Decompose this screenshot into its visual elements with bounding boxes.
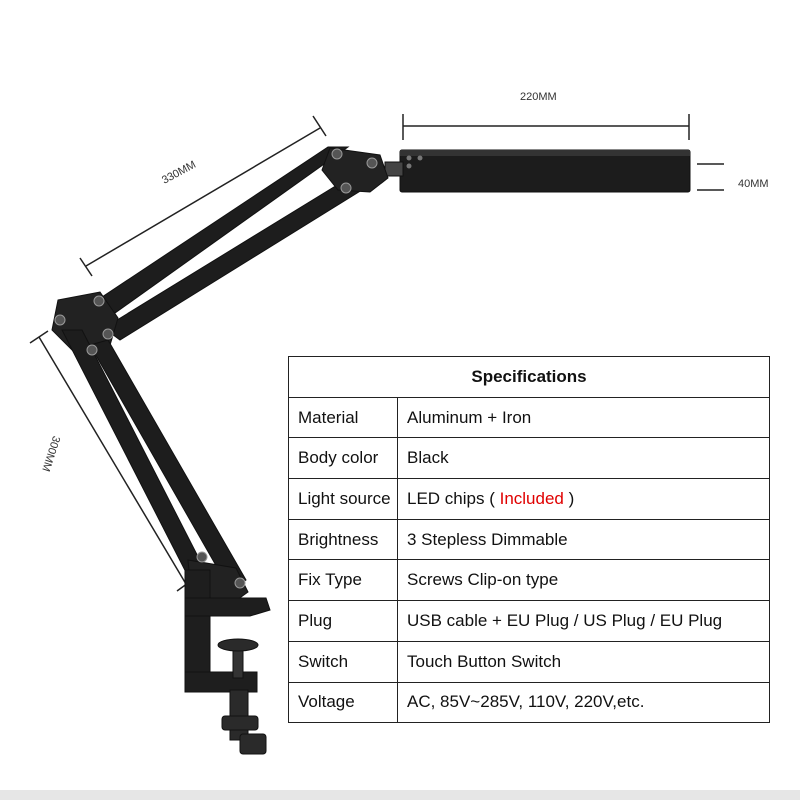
- table-header-row: Specifications: [287, 356, 771, 398]
- spec-key: Body color: [288, 437, 398, 480]
- lamp-body: [51, 146, 691, 755]
- head-length-label: 220MM: [520, 91, 557, 103]
- rivets: [54, 148, 378, 589]
- spec-key: Material: [288, 396, 398, 439]
- spec-value-suffix: ): [563, 488, 575, 508]
- spec-value: AC, 85V~285V, 110V, 220V,etc.: [396, 681, 771, 724]
- table-row: Light source LED chips ( Included ): [288, 478, 771, 520]
- spec-value: 3 Stepless Dimmable: [396, 518, 771, 561]
- spec-value: Aluminum + Iron: [396, 396, 771, 439]
- spec-value-prefix: LED chips (: [407, 488, 500, 508]
- table-row: Plug USB cable + EU Plug / US Plug / EU …: [288, 600, 771, 642]
- table-title: Specifications: [287, 356, 771, 398]
- table-row: Material Aluminum + Iron: [288, 396, 771, 439]
- table-row: Fix Type Screws Clip-on type: [288, 559, 771, 602]
- spec-key: Switch: [288, 640, 398, 683]
- head-height-label: 40MM: [738, 178, 769, 190]
- spec-value: USB cable + EU Plug / US Plug / EU Plug: [396, 600, 771, 642]
- dimension-lines: [29, 114, 724, 592]
- spec-value: Touch Button Switch: [396, 640, 771, 683]
- spec-value: Screws Clip-on type: [396, 559, 771, 602]
- table-row: Body color Black: [288, 437, 771, 480]
- specifications-table: Specifications Material Aluminum + Iron …: [287, 356, 771, 724]
- spec-key: Voltage: [288, 681, 398, 724]
- spec-value: LED chips ( Included ): [396, 478, 771, 520]
- bottom-border: [0, 790, 800, 800]
- spec-key: Brightness: [288, 518, 398, 561]
- spec-value: Black: [396, 437, 771, 480]
- table-row: Brightness 3 Stepless Dimmable: [288, 518, 771, 561]
- spec-key: Light source: [288, 478, 398, 520]
- lamp-head: [399, 149, 691, 193]
- table-row: Switch Touch Button Switch: [288, 640, 771, 683]
- spec-key: Plug: [288, 600, 398, 642]
- spec-key: Fix Type: [288, 559, 398, 602]
- included-highlight: Included: [499, 488, 564, 508]
- table-row: Voltage AC, 85V~285V, 110V, 220V,etc.: [288, 681, 771, 724]
